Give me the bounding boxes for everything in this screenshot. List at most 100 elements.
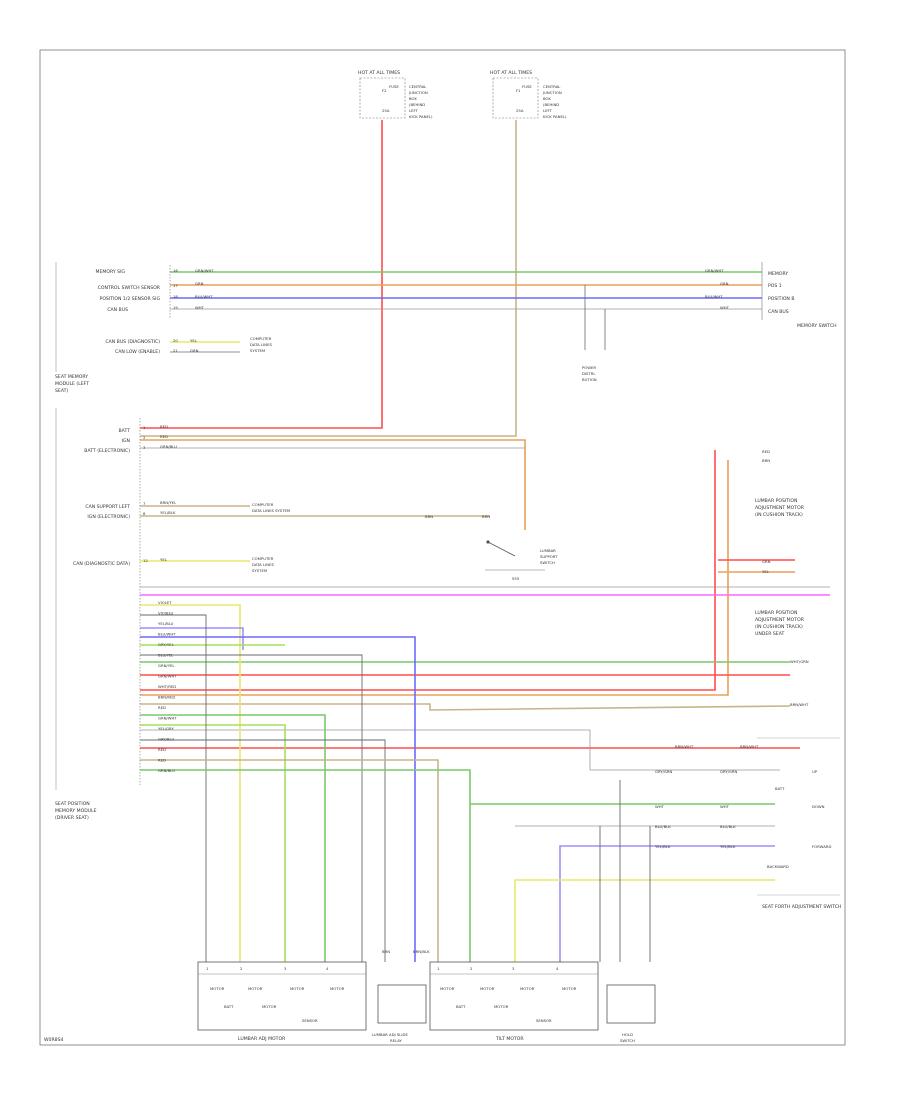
wire-motor-dgray-2 — [140, 654, 363, 962]
side-pin-1: IGN — [122, 438, 130, 444]
mem-wire-0-left: GRN/WHT — [195, 268, 214, 273]
can-system-1: DATA LINES — [250, 342, 272, 347]
lumbar-motor-section-2: MOTOR — [290, 986, 305, 991]
tilt-motor-pin-2: 3 — [512, 966, 515, 971]
lower-wire-label: YEL/GRY — [158, 726, 174, 731]
lower-wire-label: GRN/WHT — [158, 674, 177, 679]
can-num-0: 20 — [173, 338, 178, 343]
lumbar-slide-name-1: RELAY — [390, 1038, 403, 1043]
fuse-amps-right: 25A — [516, 108, 524, 113]
memory-pin-2: POSITION B — [768, 296, 794, 302]
tilt-motor-section-1: MOTOR — [480, 986, 495, 991]
mem-wire-3-right: WHT — [720, 305, 730, 310]
tilt-motor-sub-0: BATT — [456, 1004, 466, 1009]
wire-seat-yellow — [514, 879, 775, 962]
seat-row-1-left: GRY/GRN — [655, 769, 673, 774]
hold-switch-name-0: HOLD — [622, 1032, 633, 1037]
memory-pin-3: CAN BUS — [768, 309, 789, 315]
switch-name-1: SUPPORT — [540, 554, 558, 559]
tilt-motor-pin-0: 1 — [437, 966, 440, 971]
right-conn-2-b: BRN/WHT — [790, 702, 809, 707]
seat-row-3-right: BLU/BLK — [720, 824, 736, 829]
fuse-line-left-6: KICK PANEL) — [409, 114, 433, 119]
fuse-line-right-0: FUSE — [522, 84, 532, 89]
right-conn-0-a: RED — [762, 449, 770, 454]
wire-fuse-right — [140, 120, 517, 437]
side-num-2: 3 — [143, 445, 146, 450]
can-pin-1: CAN LOW (ENABLE) — [115, 349, 160, 355]
wire-tan-long — [140, 703, 791, 711]
fuse-block-right: HOT AT ALL TIMES F1 25A FUSE CENTRAL JUN… — [490, 70, 567, 119]
seat-row-2-left: WHT — [655, 804, 665, 809]
wire-layer — [140, 120, 830, 962]
side-wire-2: GRN/BLU — [160, 444, 177, 449]
seat-switch-name: SEAT FORTH ADJUSTMENT SWITCH — [762, 904, 841, 910]
right-label-0-line-0: LUMBAR POSITION — [755, 498, 797, 504]
can-system-0: COMPUTER — [250, 336, 272, 341]
fuse-line-left-2: JUNCTION — [408, 90, 428, 95]
side-num-4: 8 — [143, 511, 146, 516]
switch-wire-b: BRN — [482, 514, 490, 519]
can-num-1: 21 — [173, 348, 178, 353]
tilt-motor-name: TILT MOTOR — [495, 1036, 524, 1042]
lumbar-motor-section-0: MOTOR — [210, 986, 225, 991]
module-top-num-2: 18 — [173, 294, 178, 299]
fuse-id-right: F1 — [516, 88, 521, 93]
side-ref-1-line-1: DATA LINES — [252, 562, 274, 567]
side-wire-0: RED — [160, 424, 168, 429]
tilt-motor-section-0: MOTOR — [440, 986, 455, 991]
fuse-line-left-3: BOX — [409, 96, 417, 101]
side-num-0: 1 — [143, 425, 146, 430]
side-ref-1-line-2: SYSTEM — [252, 568, 267, 573]
lumbar-slide-box — [377, 984, 427, 1024]
side-pin-4: IGN (ELECTRONIC) — [87, 514, 130, 520]
tilt-motor-section-2: MOTOR — [520, 986, 535, 991]
tilt-motor-sub-2: SENSOR — [536, 1018, 552, 1023]
module-bottom-name-1: MEMORY MODULE — [55, 808, 97, 814]
side-pin-3: CAN SUPPORT LEFT — [85, 504, 130, 510]
mem-wire-0-right: GRN/WHT — [705, 268, 724, 273]
seat-side-2: DOWN — [812, 804, 825, 809]
mem-wire-1-left: GRN — [195, 281, 204, 286]
module-top-pin-3: CAN BUS — [107, 307, 128, 313]
switch-pin: S55 — [512, 576, 520, 581]
lumbar-motor-pin-1: 2 — [240, 966, 243, 971]
ground-ref-0: POWER — [582, 365, 596, 370]
lumbar-motor-section-1: MOTOR — [248, 986, 263, 991]
wire-motor-green-2 — [140, 714, 326, 962]
page-frame — [39, 49, 846, 1046]
lower-wire-label: VIO/BLU — [158, 611, 174, 616]
lower-wire-label: GRY/YEL — [158, 642, 175, 647]
fuse-box-right — [492, 77, 539, 119]
fuse-id-left: F2 — [382, 88, 387, 93]
hold-switch-box — [606, 984, 656, 1024]
lumbar-motor-pin-0: 1 — [206, 966, 209, 971]
lower-wire-label: RED — [158, 758, 166, 763]
module-top-name-0: SEAT MEMORY — [55, 374, 88, 380]
module-top-pin-0: MEMORY SIG — [96, 269, 126, 275]
module-top-num-3: 19 — [173, 305, 178, 310]
switch-contact — [487, 541, 516, 557]
lower-wire-label: BRN/RED — [158, 695, 175, 700]
right-conn-1-a: GRN — [762, 559, 771, 564]
right-label-1-line-0: LUMBAR POSITION — [755, 610, 797, 616]
switch-wire-a: BRN — [425, 514, 433, 519]
fuse-line-right-5: LEFT — [543, 108, 553, 113]
seat-row-0-left: BRN/WHT — [675, 744, 694, 749]
wire-motor-dgray-1 — [140, 614, 207, 962]
fuse-line-right-4: (BEHIND — [543, 102, 559, 107]
wire-motor-yellow-1 — [140, 604, 241, 962]
lower-wire-label: BLU/WHT — [158, 632, 176, 637]
tilt-motor: MOTOR MOTOR MOTOR MOTOR 1 2 3 4 BATT MOT… — [429, 961, 599, 1042]
mem-wire-3-left: WHT — [195, 305, 205, 310]
seat-side-1: BATT — [775, 786, 785, 791]
wire-motor-green-3 — [140, 769, 471, 962]
lower-wire-label: YEL/BLU — [158, 621, 174, 626]
right-label-0-line-1: ADJUSTMENT MOTOR — [755, 505, 805, 511]
tilt-motor-pin-1: 2 — [470, 966, 473, 971]
wire-motor-blue-2 — [140, 636, 416, 962]
side-pin-2: BATT (ELECTRONIC) — [84, 448, 130, 454]
wire-seat-blue — [559, 845, 775, 962]
seat-side-3: BACKWARD — [767, 864, 789, 869]
